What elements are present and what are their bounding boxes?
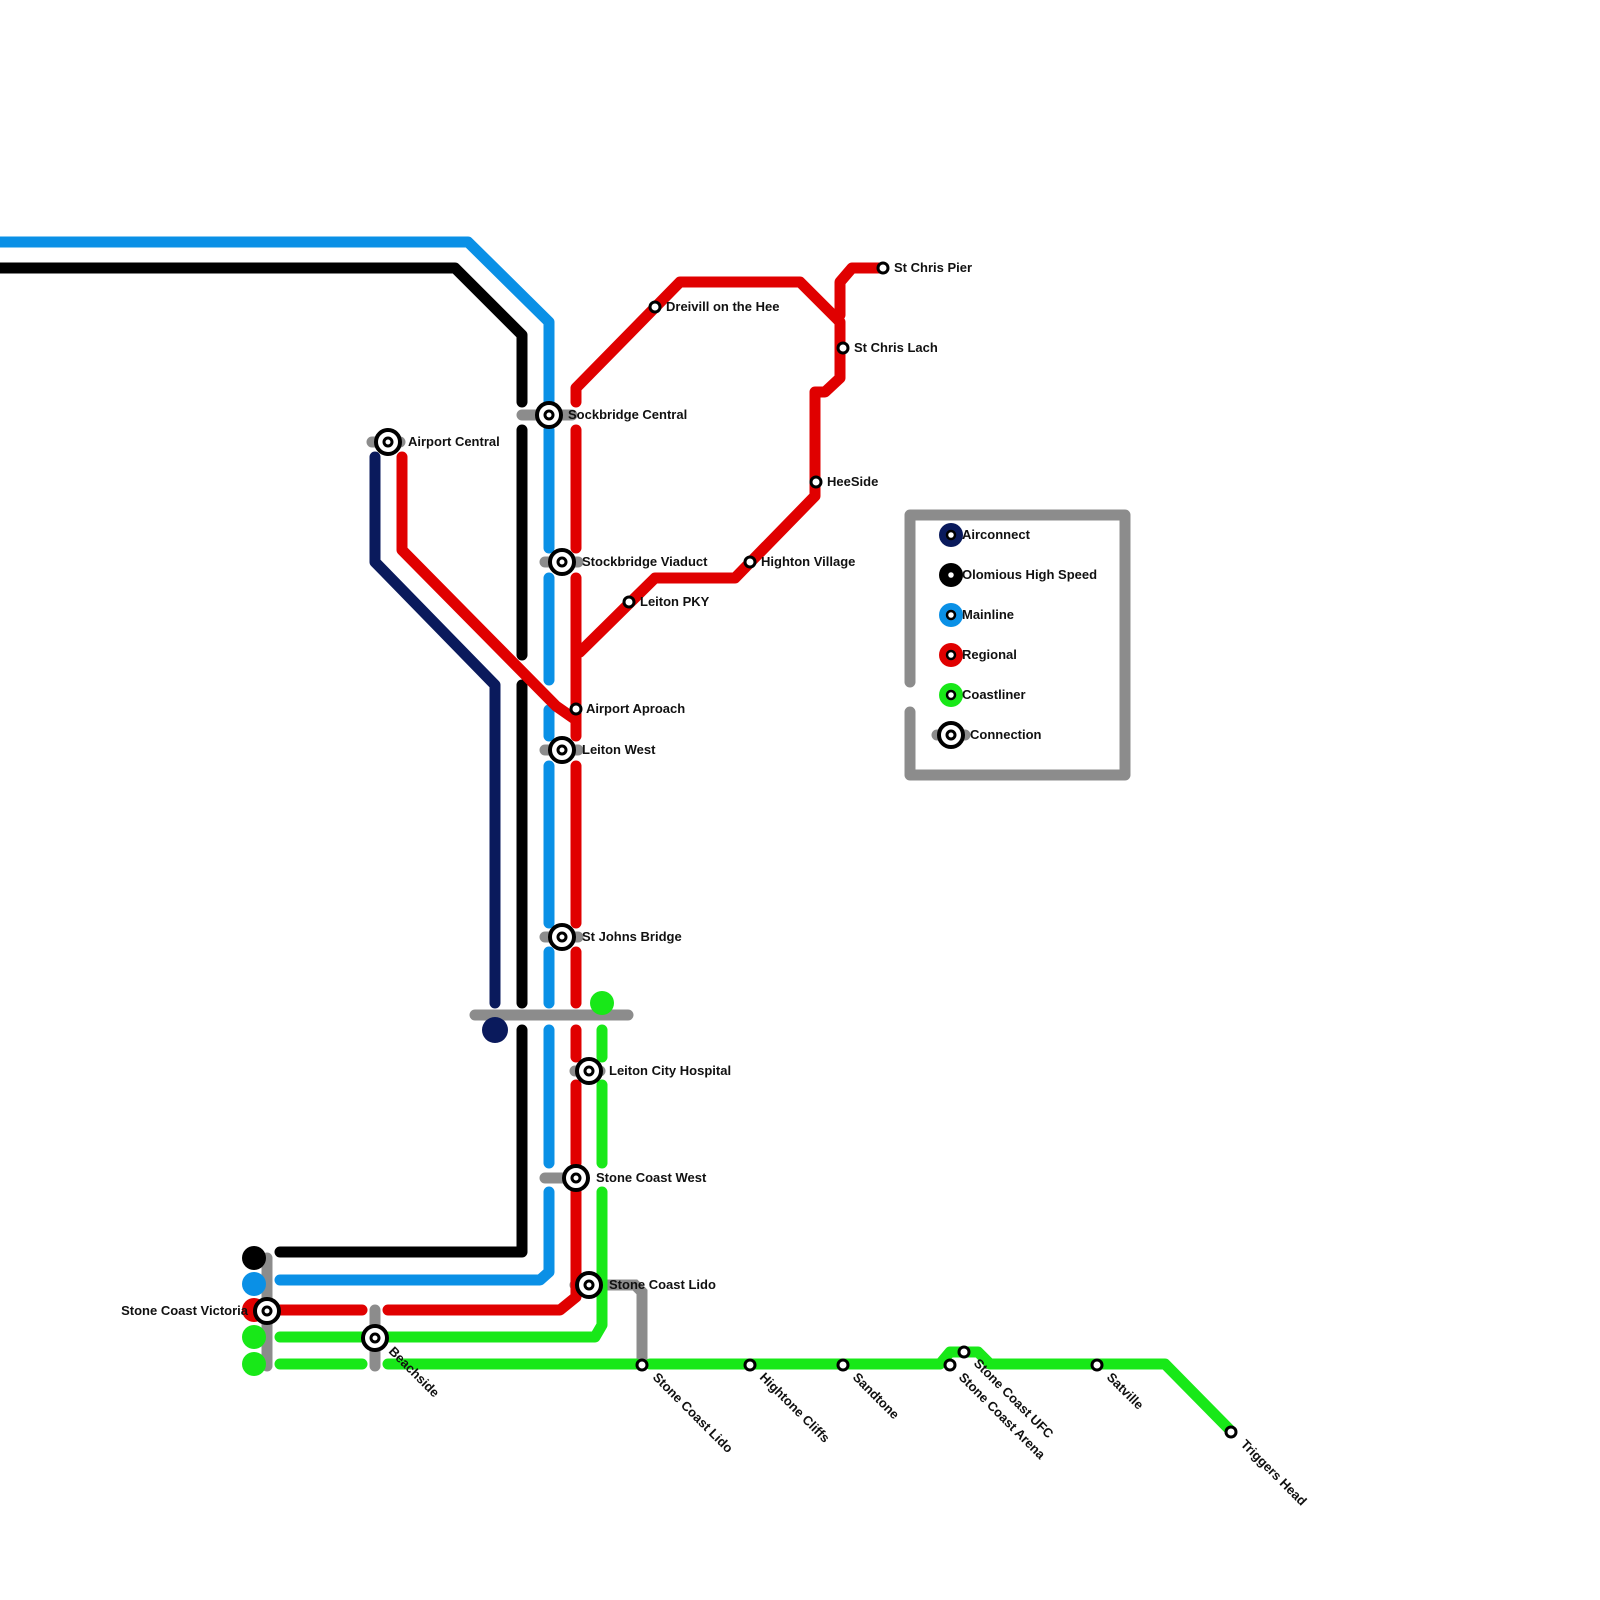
legend-coastliner: Coastliner [939, 683, 1026, 707]
coastliner-terminus-3 [242, 1352, 266, 1376]
legend-airconnect: Airconnect [939, 523, 1031, 547]
coastliner-terminus-2 [242, 1325, 266, 1349]
station-stone-coast-ufc[interactable] [957, 1345, 971, 1359]
legend-mainline-label: Mainline [962, 607, 1014, 622]
label-airport-central: Airport Central [408, 434, 500, 449]
label-stockbridge-viaduct: Stockbridge Viaduct [582, 554, 708, 569]
label-satville: Satville [1104, 1370, 1147, 1413]
regional-north-loop [570, 276, 846, 658]
station-leiton-pky[interactable] [622, 595, 636, 609]
label-sockbridge-central: Sockbridge Central [568, 407, 687, 422]
coastliner-seg3 [382, 1186, 608, 1343]
coastliner-east [644, 1346, 1236, 1436]
label-st-chris-lach: St Chris Lach [854, 340, 938, 355]
olomious-terminus [242, 1246, 266, 1270]
station-airport-aproach[interactable] [569, 702, 583, 716]
station-st-johns-bridge[interactable] [548, 923, 576, 951]
legend-mainline: Mainline [939, 603, 1014, 627]
label-beachside: Beachside [386, 1344, 443, 1401]
airconnect-terminus [482, 1017, 508, 1043]
label-st-johns-bridge: St Johns Bridge [582, 929, 682, 944]
legend: Airconnect Olomious High Speed Mainline … [904, 509, 1131, 781]
station-satville[interactable] [1090, 1358, 1104, 1372]
station-heeside[interactable] [809, 475, 823, 489]
label-stone-coast-lido: Stone Coast Lido [650, 1370, 736, 1456]
label-airport-aproach: Airport Aproach [586, 701, 685, 716]
station-sandtone[interactable] [836, 1358, 850, 1372]
station-highton-village[interactable] [743, 555, 757, 569]
mainline-line [0, 236, 555, 408]
station-airport-central[interactable] [374, 428, 402, 456]
legend-airconnect-label: Airconnect [962, 527, 1031, 542]
station-dreivill-on-the-hee[interactable] [648, 300, 662, 314]
olomious-line [0, 262, 528, 408]
mainline-terminus [242, 1272, 266, 1296]
station-hightone-cliffs[interactable] [743, 1358, 757, 1372]
station-st-chris-pier[interactable] [876, 261, 890, 275]
station-beachside[interactable] [361, 1324, 389, 1352]
label-triggers-head: Triggers Head [1238, 1437, 1310, 1509]
station-stockbridge-viaduct[interactable] [548, 548, 576, 576]
airconnect-line [369, 451, 501, 1009]
simple-stations [569, 261, 1238, 1439]
station-stone-coast-victoria[interactable] [253, 1297, 281, 1325]
regional-trunk-7 [382, 1186, 582, 1316]
station-stone-coast-arena[interactable] [943, 1358, 957, 1372]
legend-regional-label: Regional [962, 647, 1017, 662]
label-stone-coast-victoria: Stone Coast Victoria [121, 1303, 249, 1318]
label-highton-village: Highton Village [761, 554, 855, 569]
coastliner-terminus-1 [590, 991, 614, 1015]
legend-olomious-label: Olomious High Speed [962, 567, 1097, 582]
legend-coastliner-label: Coastliner [962, 687, 1026, 702]
regional-pier-branch [834, 262, 886, 321]
station-stone-coast-lido-interchange[interactable] [575, 1271, 603, 1299]
legend-connection: Connection [931, 721, 1042, 749]
station-labels: Sockbridge Central Airport Central Stock… [121, 260, 1310, 1508]
station-sockbridge-central[interactable] [535, 401, 563, 429]
label-stone-coast-west: Stone Coast West [596, 1170, 707, 1185]
station-leiton-west[interactable] [548, 736, 576, 764]
regional-airport-branch [396, 451, 582, 726]
station-stone-coast-west[interactable] [562, 1164, 590, 1192]
legend-frame [904, 509, 1131, 781]
label-stone-coast-lido-interchange: Stone Coast Lido [609, 1277, 716, 1292]
olomious-line-seg4 [274, 1024, 528, 1258]
mainline-seg8 [274, 1186, 555, 1286]
station-triggers-head[interactable] [1224, 1425, 1238, 1439]
legend-olomious: Olomious High Speed [939, 563, 1097, 587]
label-leiton-city-hospital: Leiton City Hospital [609, 1063, 731, 1078]
label-hightone-cliffs: Hightone Cliffs [757, 1370, 833, 1446]
label-dreivill-on-the-hee: Dreivill on the Hee [666, 299, 779, 314]
station-st-chris-lach[interactable] [836, 341, 850, 355]
label-leiton-west: Leiton West [582, 742, 656, 757]
label-leiton-pky: Leiton PKY [640, 594, 710, 609]
label-heeside: HeeSide [827, 474, 878, 489]
interchange-stations [253, 401, 603, 1352]
station-leiton-city-hospital[interactable] [575, 1057, 603, 1085]
legend-connection-label: Connection [970, 727, 1042, 742]
label-st-chris-pier: St Chris Pier [894, 260, 972, 275]
legend-regional: Regional [939, 643, 1017, 667]
station-stone-coast-lido[interactable] [635, 1358, 649, 1372]
label-sandtone: Sandtone [850, 1370, 902, 1422]
